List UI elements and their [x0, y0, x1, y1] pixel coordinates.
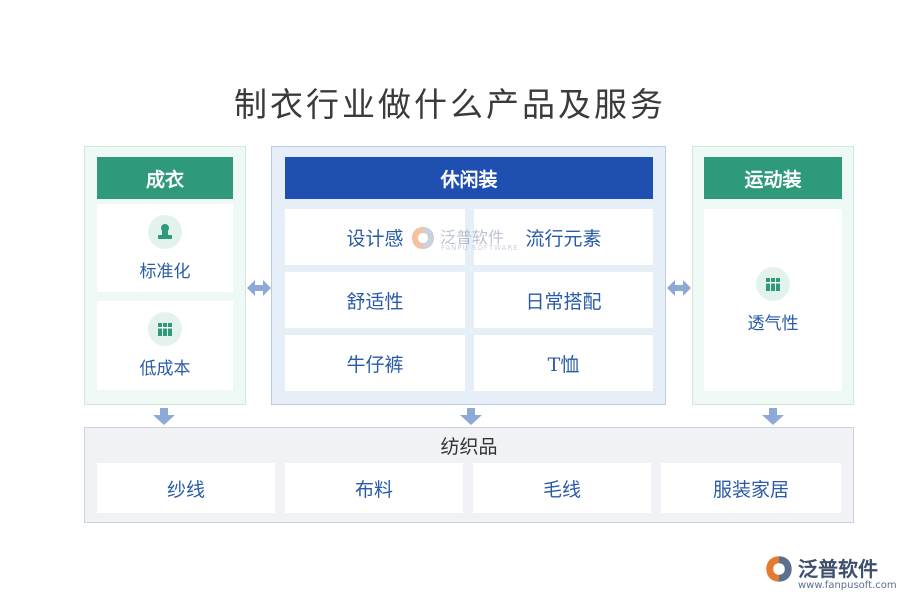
- right-card-breathability: 透气性: [704, 209, 842, 391]
- page-title: 制衣行业做什么产品及服务: [234, 85, 666, 124]
- watermark: 泛普软件 FANPU SOFTWARE: [410, 222, 530, 256]
- fanpu-logo-icon: [766, 556, 792, 582]
- books-icon: [148, 312, 182, 346]
- bottom-cell: 纱线: [97, 463, 275, 513]
- stamp-icon: [148, 214, 182, 249]
- center-cell: 牛仔裤: [285, 335, 465, 391]
- bottom-cell: 服装家居: [661, 463, 841, 513]
- bottom-cell: 毛线: [473, 463, 651, 513]
- center-cell: 流行元素: [474, 209, 653, 265]
- left-card-standardization: 标准化: [97, 204, 233, 292]
- bottom-cell: 布料: [285, 463, 463, 513]
- down-arrow-icon: [153, 408, 175, 425]
- brand-logo: 泛普软件 www.fanpusoft.com: [764, 552, 897, 596]
- center-cell: 舒适性: [285, 272, 465, 328]
- double-arrow-icon: [667, 280, 691, 296]
- center-cell: 日常搭配: [474, 272, 653, 328]
- down-arrow-icon: [460, 408, 482, 425]
- down-arrow-icon: [762, 408, 784, 425]
- card-label: 低成本: [139, 359, 191, 379]
- center-cell: 设计感: [285, 209, 465, 265]
- center-panel-header: 休闲装: [285, 157, 653, 199]
- right-panel-header: 运动装: [704, 157, 842, 199]
- left-card-low-cost: 低成本: [97, 301, 233, 390]
- card-label: 标准化: [139, 261, 191, 282]
- double-arrow-icon: [247, 280, 271, 296]
- brand-name: 泛普软件: [798, 557, 878, 581]
- books-icon: [756, 266, 790, 301]
- watermark-sub: FANPU SOFTWARE: [441, 244, 519, 252]
- brand-url: www.fanpusoft.com: [798, 580, 897, 591]
- card-label: 透气性: [747, 313, 799, 334]
- bottom-panel-header: 纺织品: [440, 436, 498, 458]
- fanpu-logo-icon: [412, 227, 434, 249]
- center-cell: T恤: [474, 335, 653, 391]
- watermark-name: 泛普软件: [440, 228, 505, 247]
- left-panel-header: 成衣: [97, 157, 233, 199]
